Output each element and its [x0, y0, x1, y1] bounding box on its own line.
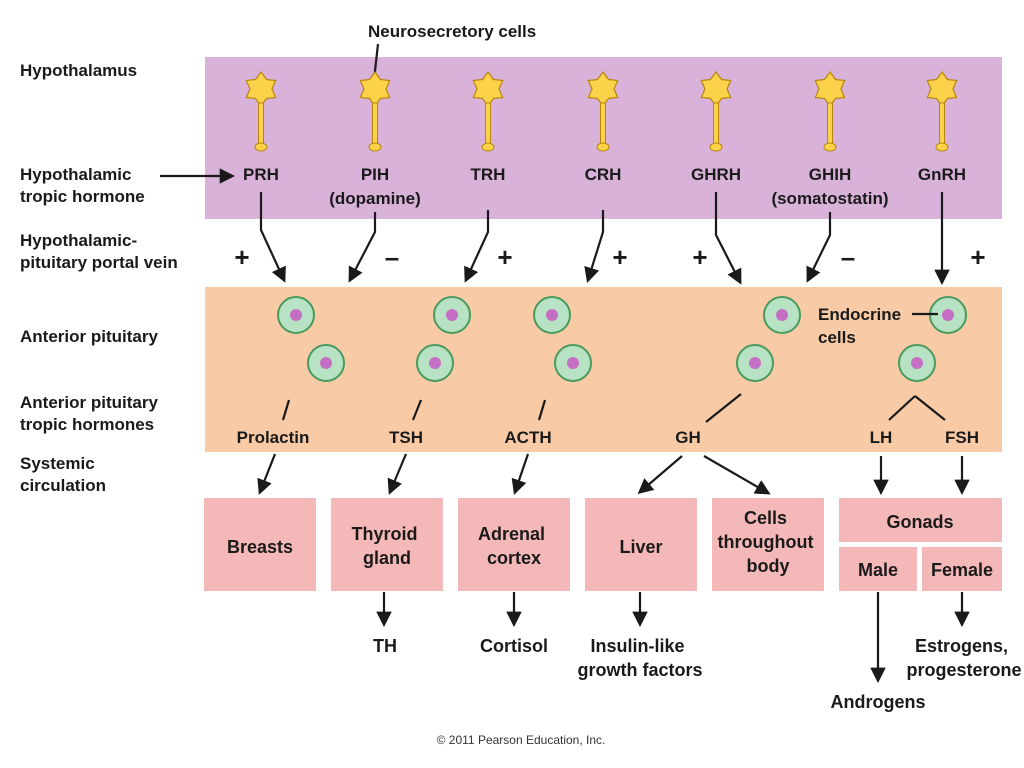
arrow-to-liver	[637, 455, 683, 495]
arrow-to-thyroid	[387, 453, 408, 495]
arrow-prh	[259, 192, 286, 283]
connector-lh	[888, 395, 916, 421]
hormone-pih-sub: (dopamine)	[329, 189, 421, 208]
hormone-ghih: GHIH	[809, 165, 852, 184]
hormone-gh: GH	[675, 428, 701, 447]
arrow-pih	[348, 212, 377, 283]
label-breasts: Breasts	[227, 537, 293, 557]
label-anterior-pituitary-tropic-hormones: Anterior pituitary tropic hormones	[20, 393, 163, 434]
pituitary-connectors	[281, 393, 946, 423]
arrow-ghih	[806, 212, 832, 283]
neuron-7	[926, 70, 958, 152]
hormone-crh: CRH	[585, 165, 622, 184]
label-systemic-circulation: Systemic circulation	[20, 454, 106, 495]
box-adrenal	[458, 498, 570, 591]
product-igf: Insulin-like growth factors	[577, 636, 702, 680]
product-arrows	[376, 592, 970, 684]
neuron-2	[359, 70, 391, 152]
target-organs: Breasts Thyroid gland Adrenal cortex Liv…	[204, 498, 1002, 591]
arrow-crh	[584, 210, 605, 283]
neurosecretory-cells	[245, 70, 958, 152]
connector-acth	[537, 399, 547, 421]
products: TH Cortisol Insulin-like growth factors …	[373, 636, 1022, 712]
hormone-prh: PRH	[243, 165, 279, 184]
endocrine-cell-1	[277, 296, 315, 334]
sign-prh: +	[234, 242, 249, 272]
label-hypothalamus: Hypothalamus	[20, 61, 137, 80]
arrow-trh	[464, 210, 490, 283]
copyright-credit: © 2011 Pearson Education, Inc.	[437, 733, 606, 747]
label-adrenal: Adrenal cortex	[478, 524, 550, 568]
hormone-acth: ACTH	[504, 428, 551, 447]
portal-vein-arrows	[259, 192, 950, 286]
endocrine-cell-2	[307, 344, 345, 382]
connector-fsh	[914, 395, 946, 421]
hormone-trh: TRH	[471, 165, 506, 184]
sign-crh: +	[612, 242, 627, 272]
neuron-5	[700, 70, 732, 152]
hormone-ghih-sub: (somatostatin)	[771, 189, 888, 208]
pituitary-hormone-labels: Prolactin TSH ACTH GH LH FSH	[237, 428, 979, 447]
hormone-prolactin: Prolactin	[237, 428, 310, 447]
label-liver: Liver	[619, 537, 662, 557]
arrow-to-adrenal	[511, 453, 530, 495]
sign-ghrh: +	[692, 242, 707, 272]
arrow-to-cells-body	[703, 455, 771, 495]
product-th: TH	[373, 636, 397, 656]
label-male: Male	[858, 560, 898, 580]
endocrine-cells	[277, 296, 967, 382]
endocrine-cell-3	[433, 296, 471, 334]
label-thyroid: Thyroid gland	[351, 524, 422, 568]
box-liver	[585, 498, 697, 591]
endocrine-cell-7	[763, 296, 801, 334]
hormone-pih: PIH	[361, 165, 389, 184]
sign-ghih: –	[841, 242, 855, 272]
hormone-gnrh: GnRH	[918, 165, 966, 184]
endocrine-cell-8	[736, 344, 774, 382]
label-gonads: Gonads	[886, 512, 953, 532]
box-breasts	[204, 498, 316, 591]
hormone-lh: LH	[870, 428, 893, 447]
regulation-signs: + – + + + – +	[234, 242, 985, 272]
neuron-6	[814, 70, 846, 152]
endocrine-cell-9	[929, 296, 967, 334]
label-neurosecretory-cells: Neurosecretory cells	[368, 22, 536, 41]
product-androgens: Androgens	[830, 692, 925, 712]
box-female	[922, 547, 1002, 591]
box-thyroid	[331, 498, 443, 591]
hormone-tsh: TSH	[389, 428, 423, 447]
box-cells-body	[712, 498, 824, 591]
hormone-fsh: FSH	[945, 428, 979, 447]
endocrine-cell-6	[554, 344, 592, 382]
neuron-1	[245, 70, 277, 152]
connector-prolactin	[281, 399, 291, 421]
label-endocrine-cells: Endocrine cells	[818, 305, 906, 347]
arrow-to-breasts	[257, 453, 277, 495]
box-gonads	[839, 498, 1002, 542]
hypothalamic-hormone-labels: PRH PIH (dopamine) TRH CRH GHRH GHIH (so…	[243, 165, 966, 208]
sign-trh: +	[497, 242, 512, 272]
label-hypothalamic-tropic-hormone: Hypothalamic tropic hormone	[20, 165, 145, 206]
endocrine-cell-4	[416, 344, 454, 382]
label-female: Female	[931, 560, 993, 580]
hormone-ghrh: GHRH	[691, 165, 741, 184]
arrow-ghrh	[714, 192, 742, 285]
product-estrogens: Estrogens, progesterone	[906, 636, 1021, 680]
systemic-arrows	[257, 453, 970, 496]
label-cells-body: Cells throughout body	[718, 508, 819, 576]
label-portal-vein: Hypothalamic- pituitary portal vein	[20, 231, 178, 272]
neuron-4	[587, 70, 619, 152]
endocrine-cell-10	[898, 344, 936, 382]
product-cortisol: Cortisol	[480, 636, 548, 656]
sign-gnrh: +	[970, 242, 985, 272]
connector-gh	[705, 393, 742, 423]
label-anterior-pituitary: Anterior pituitary	[20, 327, 158, 346]
connector-tsh	[411, 399, 423, 421]
neuron-3	[472, 70, 504, 152]
sign-pih: –	[385, 242, 399, 272]
box-male	[839, 547, 917, 591]
endocrine-cell-5	[533, 296, 571, 334]
